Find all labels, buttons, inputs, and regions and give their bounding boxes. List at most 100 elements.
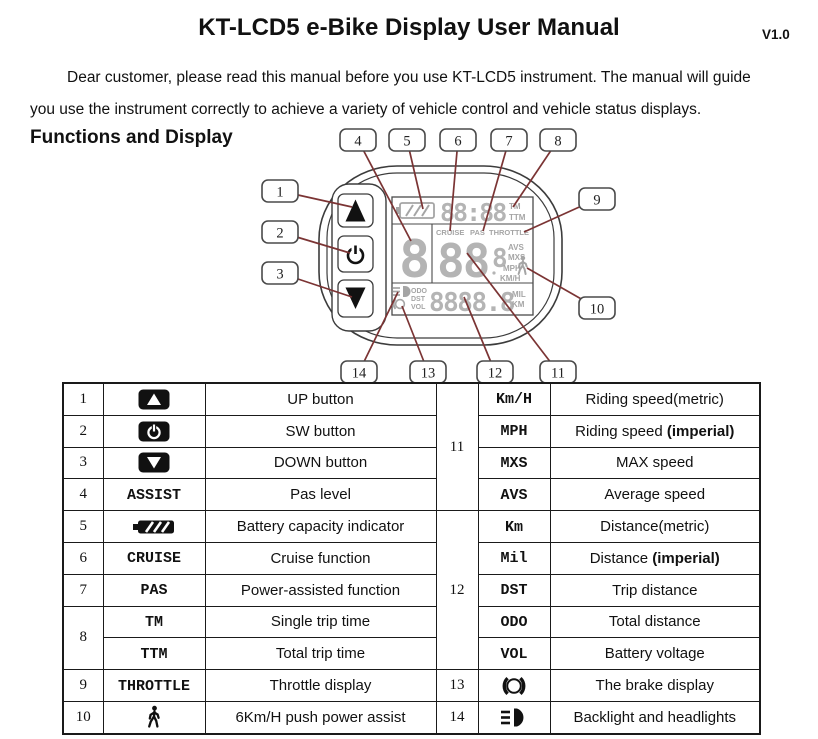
row-number: 11 [435, 382, 479, 512]
symbol-label: TM [144, 613, 163, 631]
callout-box [261, 220, 299, 244]
description-cell: Total trip time [204, 637, 437, 671]
description-text: Battery capacity indicator [236, 518, 405, 536]
symbol-cell [102, 382, 206, 416]
lcd-tm-label: TM [509, 202, 521, 211]
symbol-cell: VOL [477, 637, 551, 671]
walk-icon [145, 705, 163, 729]
lcd-speed-digits: 88 [437, 234, 488, 288]
description-text: 6Km/H push power assist [235, 708, 406, 726]
description-text: Riding speed(metric) [585, 390, 724, 408]
description-cell: Throttle display [204, 669, 437, 702]
lcd-pas-label: PAS [470, 228, 485, 237]
symbol-cell: Km/H [477, 382, 551, 416]
description-text: (imperial) [666, 422, 735, 440]
description-cell: Battery capacity indicator [204, 510, 437, 543]
callout-box [388, 128, 426, 152]
callout-4: 4 [339, 128, 377, 152]
lcd-odometer-digits: 8888.8 [429, 288, 515, 318]
callout-14: 14 [340, 360, 378, 384]
symbol-label: CRUISE [126, 550, 181, 568]
callout-box [261, 179, 299, 203]
callout-box [490, 128, 528, 152]
callout-line [482, 139, 510, 232]
symbol-cell [477, 669, 551, 702]
callout-number: 12 [488, 366, 503, 382]
description-text: The brake display [595, 677, 714, 695]
description-text: Throttle display [269, 677, 372, 695]
description-text: MAX speed [615, 454, 694, 472]
version-label: V1.0 [762, 27, 790, 42]
symbol-label: PAS [140, 582, 168, 600]
description-cell: DOWN button [204, 446, 437, 480]
row-number: 3 [62, 446, 104, 480]
lcd-cruise-label: CRUISE [436, 228, 464, 237]
symbol-cell: MPH [477, 414, 551, 448]
symbol-label: ASSIST [126, 486, 181, 504]
lcd-ttm-label: TTM [509, 213, 526, 222]
lcd-dst-label: DST [411, 296, 426, 303]
symbol-cell: MXS [477, 446, 551, 480]
down-button-icon [138, 452, 170, 473]
callout-10: 10 [578, 296, 616, 320]
down-arrow-icon [345, 287, 366, 309]
description-cell: Pas level [204, 478, 437, 512]
callout-number: 7 [505, 134, 512, 150]
description-cell: SW button [204, 414, 437, 448]
callout-1: 1 [261, 179, 299, 203]
lcd-throttle-label: THROTTLE [489, 228, 529, 237]
symbol-label: DST [500, 582, 528, 600]
callout-2: 2 [261, 220, 299, 244]
table-row: 3 DOWN button MXS MAX speed [62, 446, 761, 480]
symbol-cell: THROTTLE [102, 669, 206, 702]
lcd-brake-icon [392, 298, 406, 310]
symbol-cell: Km [477, 510, 551, 543]
page-title: KT-LCD5 e-Bike Display User Manual [198, 14, 620, 41]
lcd-walk-icon [517, 255, 528, 275]
lcd-vol-label: VOL [411, 304, 426, 311]
callout-number: 10 [590, 302, 605, 318]
headlight-icon [499, 707, 529, 728]
description-text: Distance [589, 549, 653, 567]
callout-12: 12 [476, 360, 514, 384]
row-number: 1 [62, 382, 104, 416]
lcd-km-label: KM [512, 300, 525, 309]
callout-11: 11 [539, 360, 577, 384]
callout-3: 3 [261, 261, 299, 285]
symbol-cell: Mil [477, 541, 551, 575]
battery-icon [132, 517, 176, 537]
callout-number: 11 [551, 366, 565, 382]
callout-number: 5 [403, 134, 410, 150]
row-number: 2 [62, 414, 104, 448]
callout-5: 5 [388, 128, 426, 152]
symbol-cell [102, 510, 206, 543]
callout-line [449, 139, 459, 232]
symbol-label: TTM [140, 645, 168, 663]
row-number: 14 [435, 700, 479, 735]
callout-13: 13 [409, 360, 447, 384]
row-number: 13 [435, 669, 479, 702]
symbol-label: Km/H [495, 391, 532, 409]
symbol-cell: DST [477, 573, 551, 607]
description-text: Trip distance [612, 581, 698, 599]
symbol-label: AVS [500, 486, 528, 504]
button-panel [331, 183, 387, 332]
description-cell: Total distance [549, 605, 761, 639]
row-number: 8 [62, 605, 104, 671]
description-cell: Trip distance [549, 573, 761, 607]
description-cell: Cruise function [204, 541, 437, 575]
power-icon [346, 244, 365, 265]
symbol-cell: ASSIST [102, 478, 206, 512]
brake-icon [500, 675, 528, 697]
symbol-cell [102, 700, 206, 735]
